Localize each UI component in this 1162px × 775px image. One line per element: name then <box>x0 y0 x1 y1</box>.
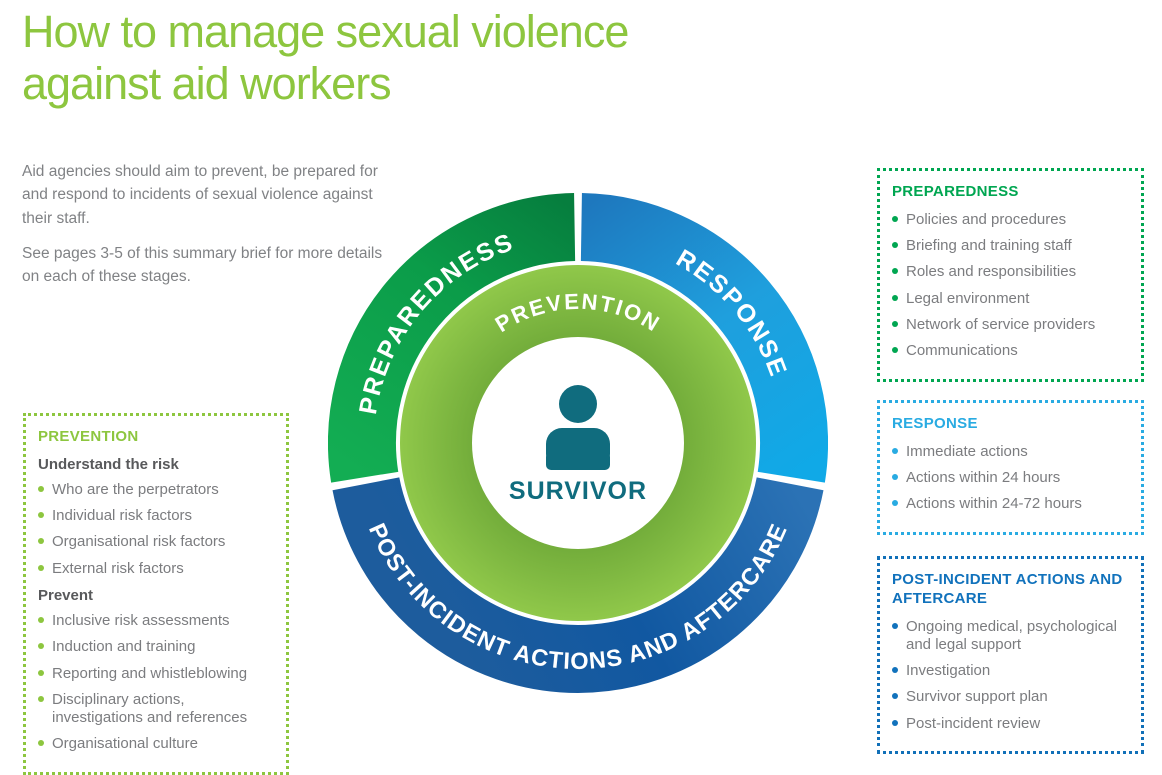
bullet-text: Immediate actions <box>906 442 1028 460</box>
post-incident-box: POST-INCIDENT ACTIONS AND AFTERCARE Ongo… <box>877 556 1144 754</box>
bullet-text: Organisational culture <box>52 735 198 753</box>
list-item: Briefing and training staff <box>892 237 1129 255</box>
list-item: Inclusive risk assessments <box>38 612 274 630</box>
intro-paragraph-1: Aid agencies should aim to prevent, be p… <box>22 163 378 227</box>
response-box: RESPONSE Immediate actions Actions withi… <box>877 400 1144 535</box>
intro-text: Aid agencies should aim to prevent, be p… <box>22 160 400 300</box>
bullet-text: External risk factors <box>52 559 184 577</box>
bullet-icon <box>38 564 44 571</box>
section-items: Inclusive risk assessments Induction and… <box>38 612 274 754</box>
response-items: Immediate actions Actions within 24 hour… <box>892 443 1129 514</box>
segment-preparedness <box>328 193 576 483</box>
bullet-icon <box>38 740 44 747</box>
list-item: Reporting and whistleblowing <box>38 665 274 683</box>
prevention-sections: Understand the risk Who are the perpetra… <box>38 456 274 754</box>
list-item: Survivor support plan <box>892 688 1129 706</box>
bullet-text: Organisational risk factors <box>52 533 226 551</box>
list-item: Network of service providers <box>892 316 1129 334</box>
bullet-text: Survivor support plan <box>906 688 1048 706</box>
prevention-section: Understand the risk Who are the perpetra… <box>38 456 274 578</box>
bullet-text: Investigation <box>906 662 991 680</box>
bullet-text: Briefing and training staff <box>906 237 1072 255</box>
preparedness-items: Policies and procedures Briefing and tra… <box>892 211 1129 361</box>
bullet-icon <box>38 616 44 623</box>
list-item: Policies and procedures <box>892 211 1129 229</box>
bullet-icon <box>38 669 44 676</box>
bullet-text: Policies and procedures <box>906 210 1067 228</box>
preparedness-box: PREPAREDNESS Policies and procedures Bri… <box>877 168 1144 382</box>
preparedness-box-title: PREPAREDNESS <box>892 183 1019 200</box>
bullet-icon <box>38 512 44 519</box>
bullet-text: Induction and training <box>52 638 196 656</box>
post-incident-items: Ongoing medical, psychological and legal… <box>892 618 1129 733</box>
list-item: Communications <box>892 342 1129 360</box>
prevention-section: Prevent Inclusive risk assessments Induc… <box>38 587 274 754</box>
list-item: Investigation <box>892 662 1129 680</box>
bullet-icon <box>892 294 898 301</box>
section-items: Who are the perpetrators Individual risk… <box>38 481 274 578</box>
bullet-icon <box>38 538 44 545</box>
bullet-text: Legal environment <box>906 289 1030 307</box>
list-item: Legal environment <box>892 290 1129 308</box>
list-item: Roles and responsibilities <box>892 263 1129 281</box>
bullet-text: Individual risk factors <box>52 507 193 525</box>
prevention-box: PREVENTION Understand the risk Who are t… <box>23 413 289 775</box>
post-incident-box-title: POST-INCIDENT ACTIONS AND AFTERCARE <box>892 571 1123 607</box>
response-box-title: RESPONSE <box>892 415 978 432</box>
bullet-icon <box>892 268 898 275</box>
page-title: How to manage sexual violence against ai… <box>22 6 629 110</box>
list-item: Organisational risk factors <box>38 533 274 551</box>
bullet-text: Who are the perpetrators <box>52 480 219 498</box>
bullet-icon <box>892 215 898 222</box>
list-item: Who are the perpetrators <box>38 481 274 499</box>
bullet-icon <box>892 320 898 327</box>
inner-ring-prevention <box>400 264 757 621</box>
bullet-text: Communications <box>906 342 1018 360</box>
list-item: Individual risk factors <box>38 507 274 525</box>
list-item: Organisational culture <box>38 735 274 753</box>
list-item: Induction and training <box>38 638 274 656</box>
section-heading: Prevent <box>38 586 94 604</box>
section-heading: Understand the risk <box>38 455 179 473</box>
list-item: External risk factors <box>38 560 274 578</box>
list-item: Immediate actions <box>892 443 1129 461</box>
bullet-icon <box>38 695 44 702</box>
bullet-icon <box>892 693 898 700</box>
segment-post-incident <box>332 476 824 693</box>
bullet-icon <box>38 485 44 492</box>
bullet-text: Actions within 24-72 hours <box>906 495 1082 513</box>
bullet-icon <box>892 667 898 674</box>
bullet-icon <box>892 719 898 726</box>
bullet-icon <box>892 622 898 629</box>
bullet-text: Ongoing medical, psychological and legal… <box>906 617 1117 653</box>
bullet-text: Inclusive risk assessments <box>52 611 230 629</box>
bullet-text: Actions within 24 hours <box>906 469 1061 487</box>
bullet-icon <box>892 347 898 354</box>
list-item: Disciplinary actions, investigations and… <box>38 691 274 728</box>
segment-response <box>580 193 828 483</box>
list-item: Actions within 24-72 hours <box>892 495 1129 513</box>
bullet-text: Network of service providers <box>906 315 1096 333</box>
intro-paragraph-2: See pages 3-5 of this summary brief for … <box>22 244 383 285</box>
bullet-icon <box>892 242 898 249</box>
survivor-person-icon <box>546 385 610 470</box>
list-item: Actions within 24 hours <box>892 469 1129 487</box>
list-item: Post-incident review <box>892 715 1129 733</box>
bullet-text: Reporting and whistleblowing <box>52 664 248 682</box>
bullet-icon <box>38 643 44 650</box>
bullet-icon <box>892 447 898 454</box>
bullet-text: Post-incident review <box>906 714 1041 732</box>
cycle-diagram: SURVIVOR PREVENTION PREPAREDNESS RESPONS… <box>328 193 828 693</box>
survivor-label: SURVIVOR <box>509 477 647 505</box>
bullet-icon <box>892 500 898 507</box>
bullet-text: Disciplinary actions, investigations and… <box>52 690 248 727</box>
list-item: Ongoing medical, psychological and legal… <box>892 618 1129 655</box>
bullet-icon <box>892 474 898 481</box>
prevention-box-title: PREVENTION <box>38 428 139 445</box>
bullet-text: Roles and responsibilities <box>906 263 1077 281</box>
